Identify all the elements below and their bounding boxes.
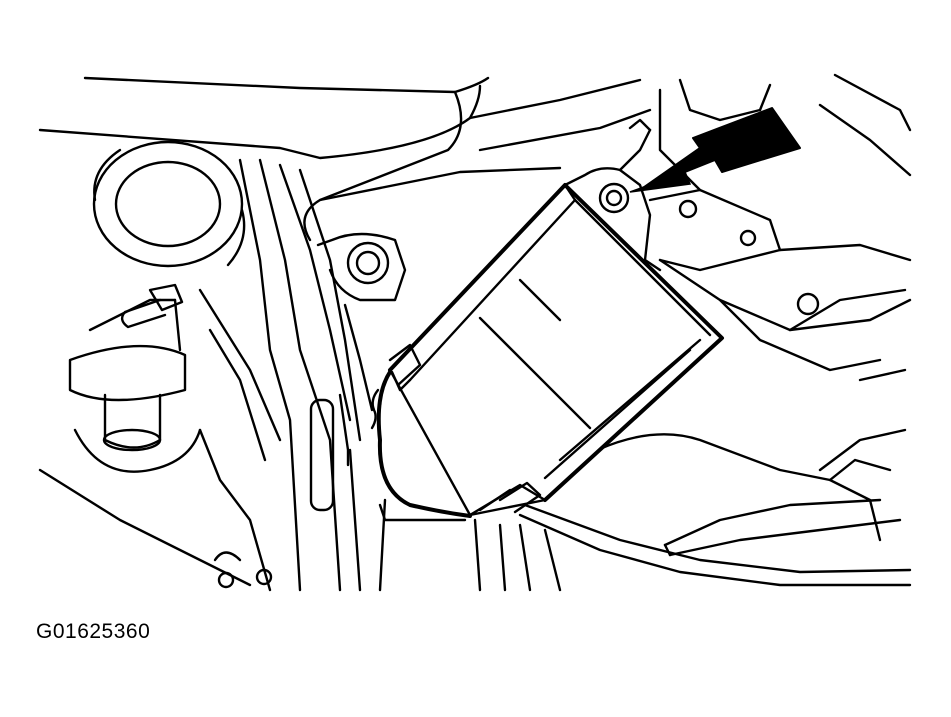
upper-body-panel xyxy=(38,76,652,242)
module-mounting-tab xyxy=(563,118,662,272)
control-module xyxy=(388,183,724,517)
pointer-arrow-icon xyxy=(629,107,801,193)
strut-assembly xyxy=(38,140,273,592)
wiring-harness xyxy=(370,370,562,592)
structural-pillars xyxy=(198,158,387,592)
right-bracket-structure xyxy=(648,73,912,372)
figure-id-label: G01625360 xyxy=(36,620,151,643)
mounting-bolt-left xyxy=(316,232,407,412)
